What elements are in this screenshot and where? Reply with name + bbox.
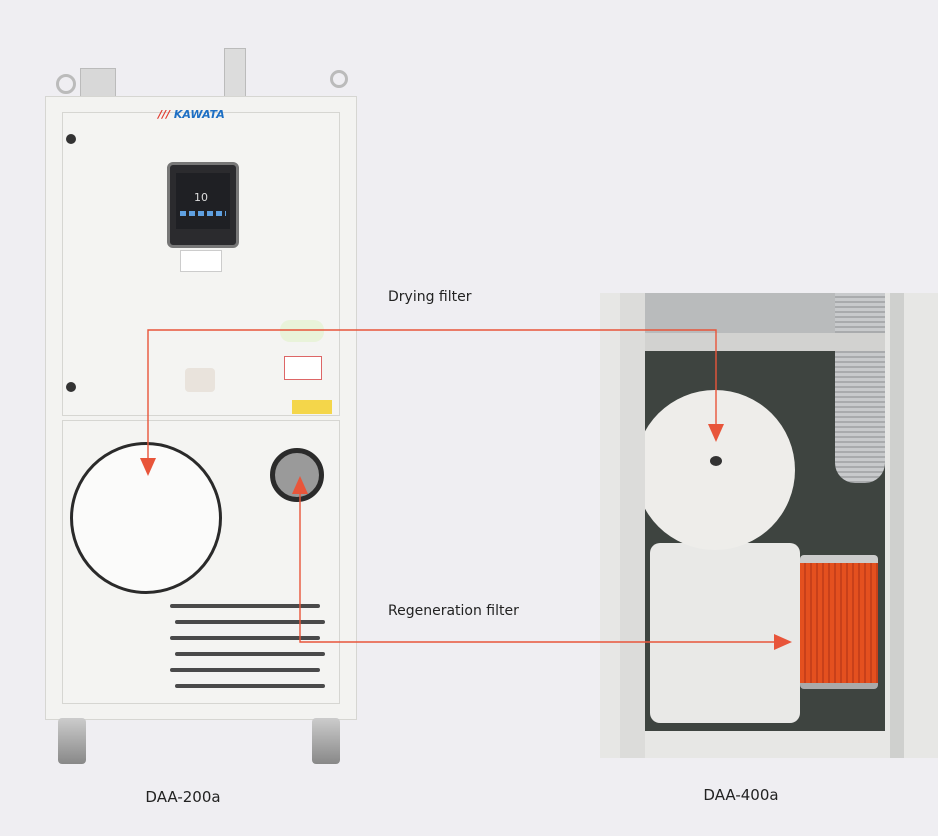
- control-panel[interactable]: 10: [167, 162, 239, 248]
- drying-filter-leader-line: [147, 329, 717, 462]
- door-latch[interactable]: [66, 134, 76, 144]
- drying-filter-label: Drying filter: [388, 289, 472, 305]
- display-value: 10: [194, 191, 208, 204]
- vent-slots: [170, 600, 330, 696]
- door-latch[interactable]: [66, 382, 76, 392]
- kawata-logo: /// KAWATA: [158, 108, 225, 121]
- display-screen: 10: [176, 173, 230, 229]
- frame-bar: [645, 333, 885, 351]
- sticker: [284, 356, 322, 380]
- arrowhead-down: [140, 458, 156, 476]
- sticker: [180, 250, 222, 272]
- vent-grille: [185, 368, 215, 392]
- daa-400a-interior: [600, 293, 938, 758]
- arrowhead-up: [292, 476, 308, 494]
- flex-hose: [835, 293, 885, 483]
- right-model-caption: DAA-400a: [703, 786, 779, 804]
- arrowhead-right: [774, 634, 792, 650]
- caster-wheel: [312, 718, 340, 764]
- caster-wheel: [58, 718, 86, 764]
- left-model-caption: DAA-200a: [145, 788, 221, 806]
- exhaust-pipe: [80, 68, 116, 100]
- filter-hub: [710, 456, 722, 466]
- sticker: [280, 320, 324, 342]
- drying-filter-disc: [635, 390, 795, 550]
- blower-motor: [650, 543, 800, 723]
- cabinet-side-wall: [890, 293, 904, 758]
- logo-text: KAWATA: [173, 108, 225, 121]
- cabinet-side-wall: [620, 293, 645, 758]
- warning-label: [292, 400, 332, 414]
- regeneration-filter-cartridge: [800, 555, 878, 689]
- regeneration-filter-leader-line: [299, 492, 780, 643]
- daa-200a-machine: /// KAWATA 10: [0, 0, 380, 780]
- regeneration-filter-label: Regeneration filter: [388, 603, 519, 619]
- arrowhead-down: [708, 424, 724, 442]
- lift-ring: [56, 74, 76, 94]
- display-indicators: [180, 211, 226, 216]
- lift-ring: [330, 70, 348, 88]
